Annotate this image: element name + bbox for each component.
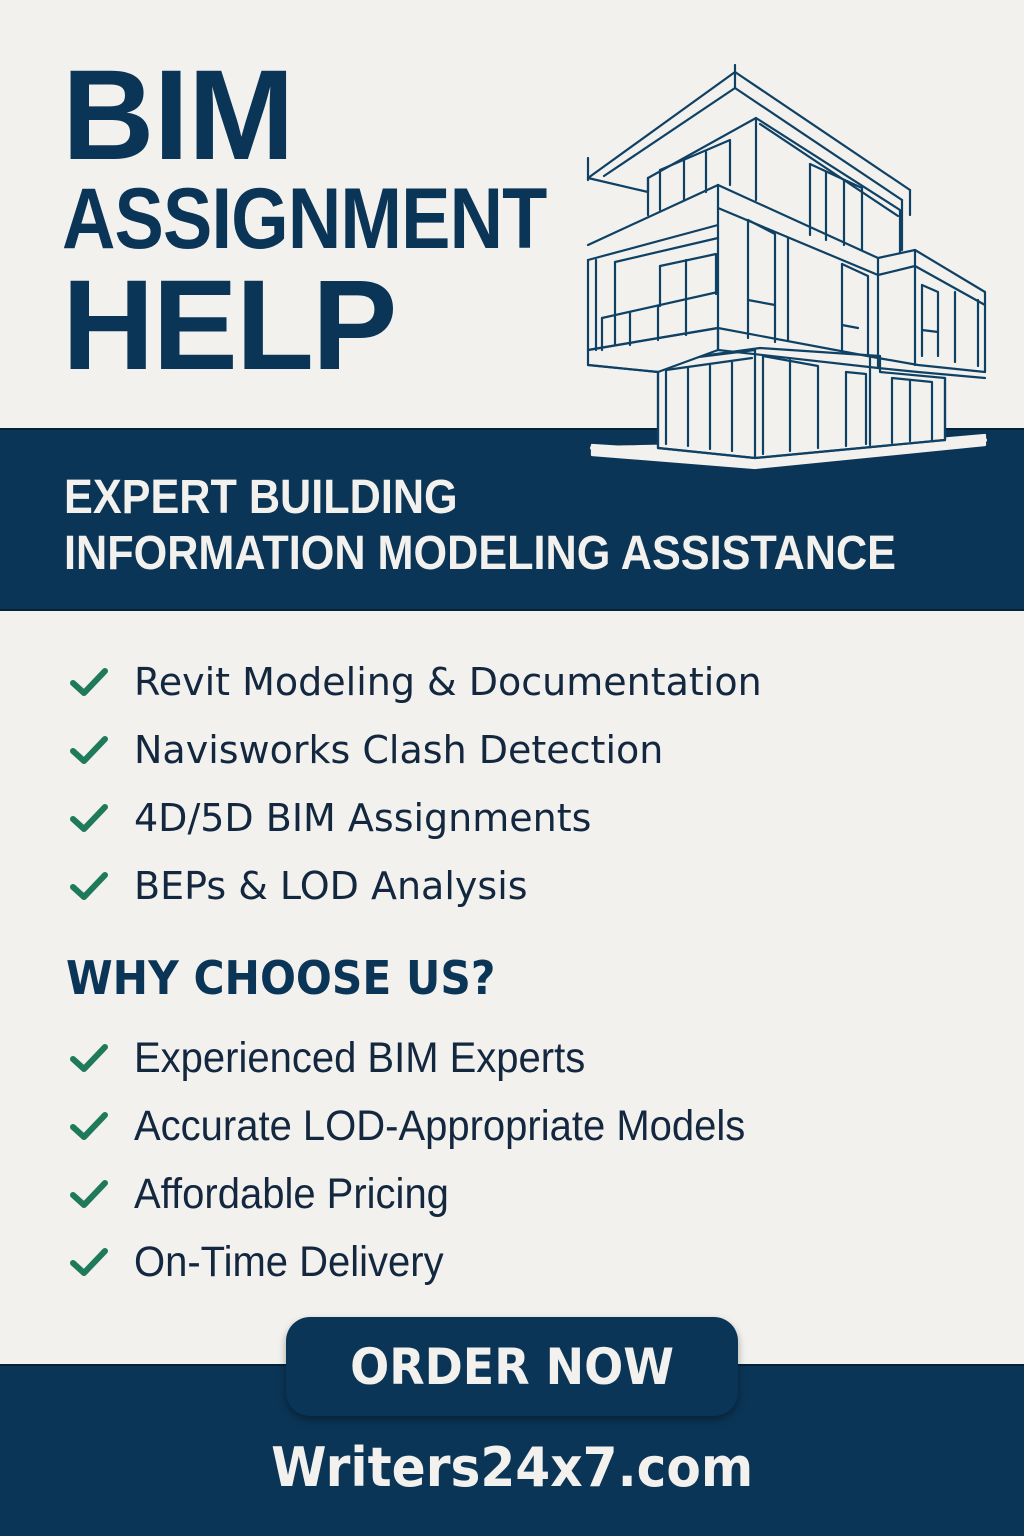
- list-item: Experienced BIM Experts: [68, 1024, 791, 1092]
- order-now-label: ORDER NOW: [350, 1337, 674, 1396]
- building-wireframe-icon: [586, 63, 987, 470]
- list-item-label: Revit Modeling & Documentation: [134, 660, 762, 704]
- list-item: Accurate LOD-Appropriate Models: [68, 1092, 791, 1160]
- subtitle-line-2: INFORMATION MODELING ASSISTANCE: [64, 527, 896, 580]
- list-item: 4D/5D BIM Assignments: [68, 784, 762, 852]
- list-item: Revit Modeling & Documentation: [68, 648, 762, 716]
- list-item-label: 4D/5D BIM Assignments: [134, 796, 592, 840]
- check-icon: [70, 1112, 108, 1140]
- list-item-label: Affordable Pricing: [134, 1170, 449, 1218]
- list-item-label: Navisworks Clash Detection: [134, 728, 664, 772]
- list-item: BEPs & LOD Analysis: [68, 852, 762, 920]
- check-icon: [70, 1044, 108, 1072]
- why-list: Experienced BIM Experts Accurate LOD-App…: [68, 1024, 791, 1296]
- list-item: Affordable Pricing: [68, 1160, 791, 1228]
- why-choose-us-heading: WHY CHOOSE US?: [66, 951, 496, 1005]
- list-item: Navisworks Clash Detection: [68, 716, 762, 784]
- check-icon: [70, 872, 108, 900]
- list-item-label: BEPs & LOD Analysis: [134, 864, 528, 908]
- check-icon: [70, 1248, 108, 1276]
- title-line-help: HELP: [62, 254, 397, 397]
- list-item-label: Experienced BIM Experts: [134, 1034, 586, 1082]
- subtitle-line-1: EXPERT BUILDING: [64, 471, 458, 524]
- list-item-label: Accurate LOD-Appropriate Models: [134, 1102, 746, 1150]
- check-icon: [70, 1180, 108, 1208]
- order-now-button[interactable]: ORDER NOW: [286, 1317, 738, 1416]
- website-link[interactable]: Writers24x7.com: [0, 1436, 1024, 1500]
- website-text: Writers24x7.com: [270, 1436, 754, 1499]
- services-list: Revit Modeling & Documentation Naviswork…: [68, 648, 762, 920]
- list-item-label: On-Time Delivery: [134, 1238, 444, 1286]
- list-item: On-Time Delivery: [68, 1228, 791, 1296]
- check-icon: [70, 668, 108, 696]
- title-line-bim: BIM: [62, 44, 295, 187]
- check-icon: [70, 804, 108, 832]
- title-line-assignment: ASSIGNMENT: [62, 171, 547, 267]
- check-icon: [70, 736, 108, 764]
